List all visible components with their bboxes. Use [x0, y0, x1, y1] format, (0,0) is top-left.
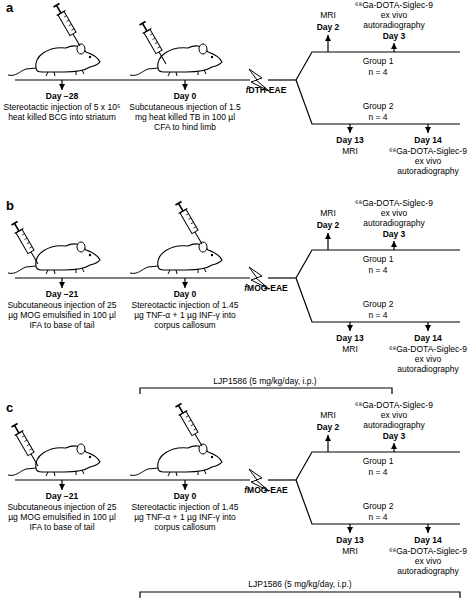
day-label: Day 13: [330, 535, 370, 545]
day-label: Day 13: [330, 135, 370, 145]
day-label: Day 0: [155, 91, 215, 101]
panel-letter: b: [6, 199, 20, 213]
note-text: Group 2: [353, 501, 403, 511]
day-label: Day 3: [374, 431, 414, 441]
day-label: Day 0: [155, 289, 215, 299]
day-label: Day 2: [308, 22, 348, 32]
treatment-bracket: [140, 388, 392, 394]
day-label: Day 14: [408, 135, 448, 145]
note-text: ⁶⁸Ga-DOTA-Siglec-9 ex vivo autoradiograp…: [352, 198, 436, 228]
day-label: Day −28: [32, 91, 92, 101]
note-text: Subcutaneous injection of 25 µg MOG emul…: [3, 300, 121, 330]
note-text: MRI: [330, 546, 370, 556]
note-text: n = 4: [353, 112, 403, 122]
note-text: Stereotactic injection of 1.45 µg TNF-α …: [126, 300, 244, 330]
day-label: Day −21: [32, 289, 92, 299]
note-text: MRI: [308, 208, 348, 218]
note-text: Group 1: [353, 56, 403, 66]
note-text: n = 4: [353, 310, 403, 320]
note-text: Group 1: [353, 456, 403, 466]
note-text: MRI: [308, 10, 348, 20]
note-text: ⁶⁸Ga-DOTA-Siglec-9 ex vivo autoradiograp…: [386, 546, 470, 576]
syringe-symbol: [138, 21, 170, 67]
note-text: n = 4: [353, 512, 403, 522]
note-text: MRI: [330, 146, 370, 156]
panel-letter: c: [6, 401, 20, 415]
day-label: Day 14: [408, 535, 448, 545]
note-text: Group 2: [353, 299, 403, 309]
day-label: Day 0: [155, 491, 215, 501]
day-label: Day −21: [32, 491, 92, 501]
treatment-label: LJP1586 (5 mg/kg/day, i.p.): [215, 579, 385, 589]
note-text: MRI: [330, 344, 370, 354]
syringe-symbol: [10, 423, 42, 469]
note-text: ⁶⁸Ga-DOTA-Siglec-9 ex vivo autoradiograp…: [352, 0, 436, 30]
note-text: ⁶⁸Ga-DOTA-Siglec-9 ex vivo autoradiograp…: [352, 400, 436, 430]
note-text: Stereotactic injection of 1.45 µg TNF-α …: [126, 502, 244, 532]
note-text: Stereotactic injection of 5 x 10⁵ heat k…: [3, 102, 121, 122]
note-text: ⁶⁸Ga-DOTA-Siglec-9 ex vivo autoradiograp…: [386, 146, 470, 176]
day-label: Day 3: [374, 229, 414, 239]
note-text: Subcutaneous injection of 25 µg MOG emul…: [3, 502, 121, 532]
note-text: Subcutaneous injection of 1.5 mg heat ki…: [126, 102, 244, 132]
event-label: fDTH-EAE: [238, 85, 294, 95]
syringe-symbol: [174, 201, 206, 247]
note-text: n = 4: [353, 265, 403, 275]
treatment-label: LJP1586 (5 mg/kg/day, i.p.): [180, 376, 350, 386]
panel-letter: a: [6, 1, 20, 15]
day-label: Day 3: [374, 31, 414, 41]
note-text: n = 4: [353, 467, 403, 477]
day-label: Day 2: [308, 422, 348, 432]
note-text: Group 2: [353, 101, 403, 111]
day-label: Day 2: [308, 220, 348, 230]
treatment-bracket: [140, 592, 460, 598]
note-text: Group 1: [353, 254, 403, 264]
syringe-symbol: [52, 3, 84, 49]
syringe-symbol: [174, 403, 206, 449]
note-text: ⁶⁸Ga-DOTA-Siglec-9 ex vivo autoradiograp…: [386, 344, 470, 374]
day-label: Day 14: [408, 333, 448, 343]
note-text: n = 4: [353, 67, 403, 77]
event-label: fMOG-EAE: [238, 283, 294, 293]
day-label: Day 13: [330, 333, 370, 343]
note-text: MRI: [308, 410, 348, 420]
event-label: fMOG-EAE: [238, 485, 294, 495]
syringe-symbol: [10, 221, 42, 267]
